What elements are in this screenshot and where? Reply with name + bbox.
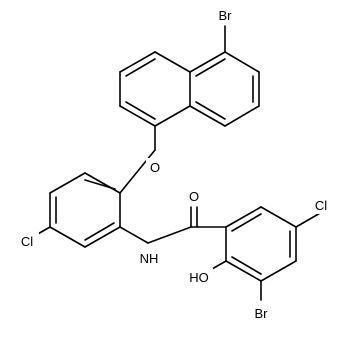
- substituent-bonds: [35, 25, 323, 301]
- svg-text:Br: Br: [255, 306, 269, 321]
- chlorophenyl-ring: [49, 172, 121, 248]
- atom-label-ether-oxygen: O: [146, 158, 164, 176]
- svg-text:O: O: [150, 160, 160, 175]
- atom-label-hydroxyl: HO: [185, 268, 213, 286]
- svg-text:Cl: Cl: [315, 198, 327, 213]
- svg-text:Cl: Cl: [21, 234, 33, 249]
- naphthalene-ring-left: [119, 51, 191, 127]
- svg-text:O: O: [189, 189, 199, 204]
- atom-label-amide-nh: NH: [135, 249, 163, 267]
- naphthalene-ring-right: [189, 51, 260, 127]
- salicylamide-ring: [225, 206, 297, 282]
- svg-text:NH: NH: [140, 251, 159, 266]
- atom-label-cl-left: Cl: [15, 232, 39, 250]
- svg-text:Br: Br: [219, 8, 233, 23]
- atom-label-amide-oxygen: O: [185, 187, 203, 205]
- svg-text:HO: HO: [189, 270, 209, 285]
- atom-label-br-naphthalene: Br: [211, 6, 239, 24]
- atom-label-br-bottom: Br: [247, 304, 275, 322]
- atom-label-cl-right: Cl: [309, 196, 333, 214]
